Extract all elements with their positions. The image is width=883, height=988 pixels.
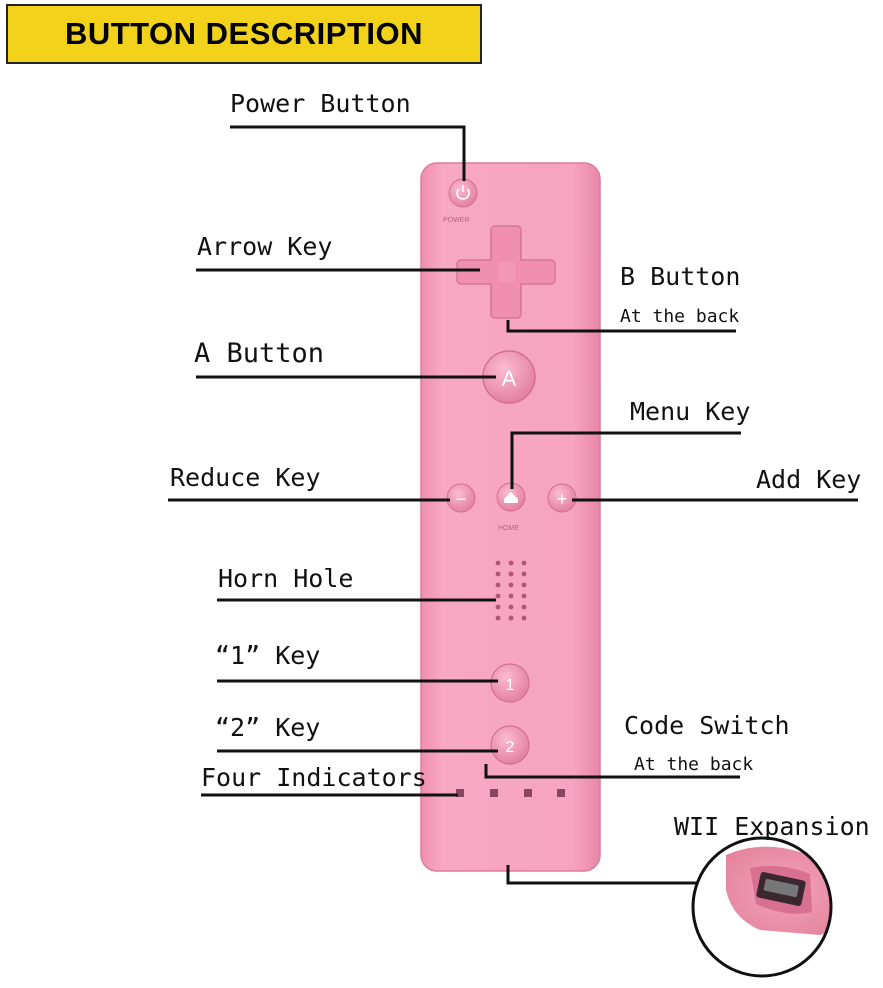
speaker-hole	[521, 560, 527, 566]
indicator-led-icon	[456, 789, 565, 797]
speaker-hole	[495, 560, 501, 566]
two-glyph: 2	[506, 739, 515, 756]
menu-button[interactable]	[496, 482, 526, 512]
label-expansion: WII Expansion port	[674, 812, 883, 841]
code-leader	[484, 764, 740, 779]
speaker-hole	[521, 604, 527, 610]
label-arrow: Arrow Key	[197, 232, 332, 261]
expansion-port-inset	[691, 836, 833, 978]
label-key2: “2” Key	[215, 713, 320, 742]
power-icon	[456, 185, 470, 200]
speaker-hole	[508, 582, 514, 588]
one-glyph: 1	[506, 677, 515, 694]
label-b-back: At the back	[620, 306, 739, 327]
key-2-button[interactable]: 2	[490, 725, 530, 765]
label-b-button: B Button	[620, 262, 740, 291]
label-reduce: Reduce Key	[170, 463, 321, 492]
minus-glyph: −	[456, 489, 467, 509]
label-add: Add Key	[756, 465, 861, 494]
label-menu: Menu Key	[630, 397, 750, 426]
speaker-hole	[521, 582, 527, 588]
speaker-hole	[495, 604, 501, 610]
dpad-icon[interactable]	[456, 225, 556, 319]
speaker-hole	[521, 593, 527, 599]
key-1-button[interactable]: 1	[490, 663, 530, 703]
home-text: HOME	[498, 525, 519, 532]
speaker-hole	[508, 593, 514, 599]
remote-body	[420, 162, 601, 872]
speaker-hole	[508, 615, 514, 621]
plus-glyph: +	[557, 489, 568, 509]
b-leader	[506, 320, 736, 333]
page-title: BUTTON DESCRIPTION	[64, 16, 424, 51]
power-leader	[230, 125, 466, 181]
label-power: Power Button	[230, 89, 411, 118]
speaker-hole	[495, 593, 501, 599]
menu-leader	[510, 431, 741, 489]
label-a-button: A Button	[194, 338, 324, 369]
label-key1: “1” Key	[215, 641, 320, 670]
label-code-switch: Code Switch	[624, 711, 790, 740]
home-icon	[504, 492, 518, 503]
reduce-button[interactable]: −	[446, 483, 476, 513]
speaker-hole	[508, 604, 514, 610]
a-glyph: A	[502, 366, 517, 391]
a-button[interactable]: A	[482, 350, 536, 404]
speaker-hole	[495, 571, 501, 577]
label-code-back: At the back	[634, 754, 753, 775]
speaker-hole	[508, 571, 514, 577]
speaker-hole	[508, 560, 514, 566]
power-text: POWER	[443, 217, 469, 224]
label-indicators: Four Indicators	[201, 763, 427, 792]
speaker-hole	[521, 571, 527, 577]
speaker-hole	[521, 615, 527, 621]
speaker-holes-icon	[495, 560, 527, 621]
speaker-hole	[495, 615, 501, 621]
expansion-leader	[506, 865, 703, 885]
speaker-hole	[495, 582, 501, 588]
label-horn: Horn Hole	[218, 564, 353, 593]
power-button[interactable]	[448, 178, 478, 208]
add-button[interactable]: +	[547, 483, 577, 513]
title-banner: BUTTON DESCRIPTION	[6, 4, 482, 64]
